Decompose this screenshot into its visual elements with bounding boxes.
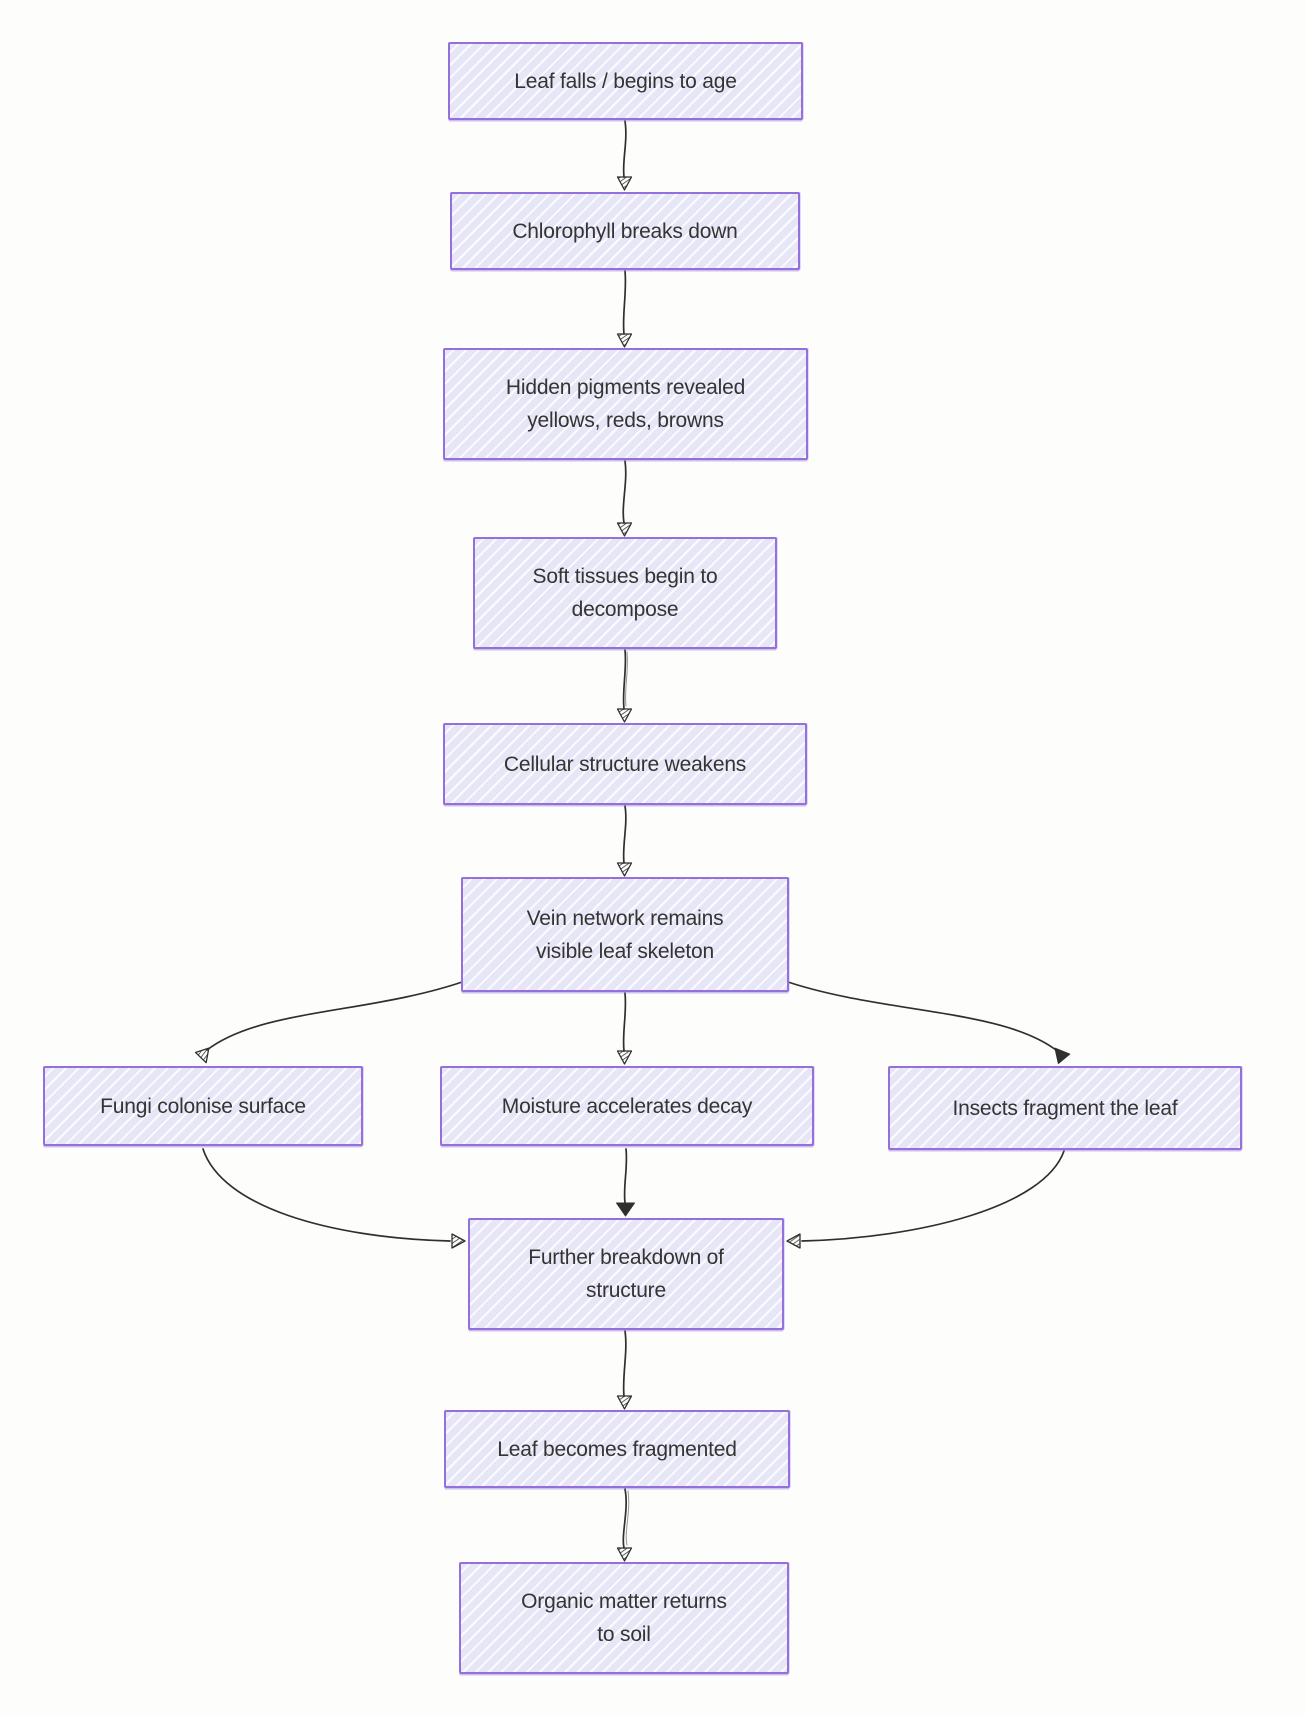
node-label: Organic matter returns (521, 1590, 727, 1613)
node-label: Insects fragment the leaf (952, 1096, 1178, 1120)
edge-vein-network-to-fungi (194, 979, 469, 1064)
edge-line (622, 1330, 627, 1397)
node-label: Cellular structure weakens (503, 752, 747, 776)
edge-line (801, 1150, 1065, 1242)
arrowhead-icon (451, 1233, 466, 1249)
node-label: to soil (597, 1623, 651, 1646)
node-label: structure (586, 1279, 666, 1302)
edge-line (623, 1148, 628, 1204)
edge-moisture-to-further-breakdown (616, 1148, 635, 1217)
arrowhead-icon (1054, 1047, 1071, 1064)
node-fungi: Fungi colonise surface (43, 1066, 363, 1146)
arrowhead-icon (194, 1047, 210, 1064)
node-label: Fungi colonise surface (100, 1094, 306, 1118)
edge-chlorophyll-to-hidden-pigments (616, 270, 633, 348)
node-label: Leaf becomes fragmented (497, 1437, 737, 1461)
edge-line (622, 1488, 627, 1549)
edge-vein-network-to-insects (781, 979, 1071, 1064)
arrowhead-icon (616, 176, 633, 191)
arrowhead-icon (616, 333, 633, 348)
node-label: Chlorophyll breaks down (512, 219, 738, 243)
edge-line (206, 979, 469, 1051)
arrowhead-icon (616, 1547, 633, 1562)
node-label: decompose (571, 598, 679, 621)
node-vein-network: Vein network remains visible leaf skelet… (461, 877, 789, 992)
edge-line (622, 460, 627, 524)
edge-fungi-to-further-breakdown (202, 1148, 466, 1249)
edge-insects-to-further-breakdown (786, 1150, 1065, 1249)
edge-line (622, 120, 627, 178)
node-label: Leaf falls / begins to age (514, 69, 737, 93)
node-cellular-structure: Cellular structure weakens (443, 723, 807, 805)
node-hidden-pigments: Hidden pigments revealed yellows, reds, … (443, 348, 808, 460)
arrowhead-icon (616, 708, 633, 723)
edge-line (622, 805, 627, 864)
edge-line (622, 992, 627, 1052)
edge-line-retrace (625, 651, 628, 707)
arrowhead-icon (616, 522, 633, 537)
node-label: Hidden pigments revealed (505, 376, 746, 399)
node-soft-tissues: Soft tissues begin to decompose (473, 537, 777, 649)
node-label: Soft tissues begin to (532, 565, 718, 588)
arrowhead-icon (786, 1233, 801, 1249)
edge-line (622, 649, 627, 710)
node-label: visible leaf skeleton (536, 939, 714, 963)
arrowhead-icon (616, 1050, 633, 1065)
node-leaf-falls: Leaf falls / begins to age (448, 42, 803, 120)
node-label: yellows, reds, browns (527, 409, 724, 432)
node-leaf-fragmented: Leaf becomes fragmented (444, 1410, 790, 1488)
node-label: Further breakdown of (528, 1246, 724, 1269)
node-label: Moisture accelerates decay (501, 1094, 753, 1118)
node-organic-matter: Organic matter returns to soil (459, 1562, 789, 1674)
edge-further-breakdown-to-leaf-fragmented (616, 1330, 633, 1410)
edge-cellular-structure-to-vein-network (616, 805, 633, 877)
edge-leaf-falls-to-chlorophyll (616, 120, 633, 191)
node-further-breakdown: Further breakdown of structure (468, 1218, 784, 1330)
edge-vein-network-to-moisture (616, 992, 633, 1065)
node-label: Vein network remains (526, 906, 724, 930)
arrowhead-icon (616, 1395, 633, 1410)
node-moisture: Moisture accelerates decay (440, 1066, 814, 1146)
edge-leaf-fragmented-to-organic-matter (616, 1488, 633, 1562)
edge-line-retrace (625, 1490, 630, 1546)
edge-line (622, 270, 627, 335)
edge-line (202, 1148, 451, 1242)
arrowhead-icon (616, 1202, 635, 1217)
node-insects: Insects fragment the leaf (888, 1066, 1242, 1150)
edge-soft-tissues-to-cellular-structure (616, 649, 633, 723)
arrowhead-icon (616, 862, 633, 877)
edge-line (781, 979, 1057, 1051)
edge-hidden-pigments-to-soft-tissues (616, 460, 633, 537)
node-chlorophyll: Chlorophyll breaks down (450, 192, 800, 270)
